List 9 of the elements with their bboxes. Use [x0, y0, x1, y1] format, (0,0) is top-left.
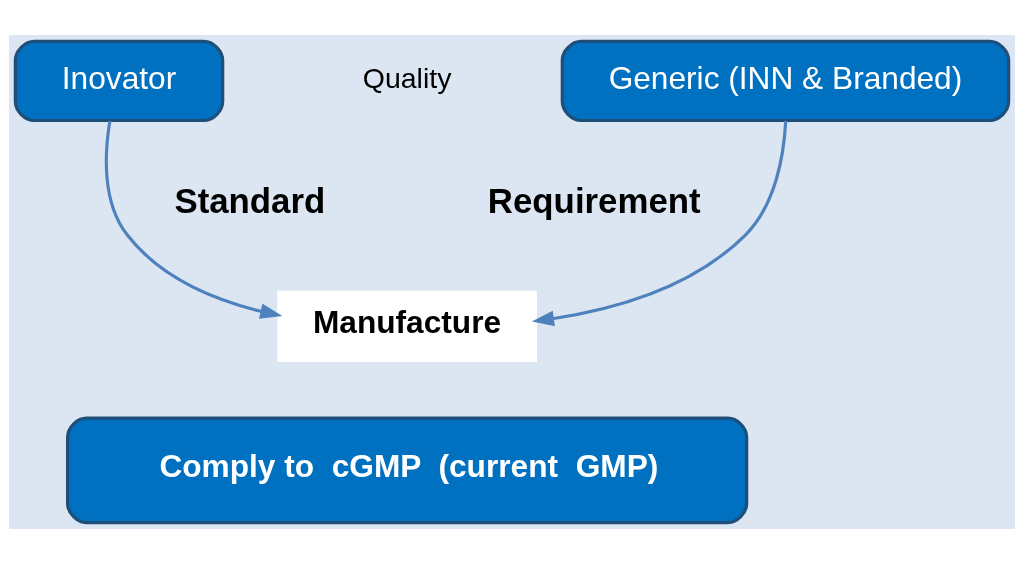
node-box: Inovator [13, 39, 224, 123]
label: Requirement [487, 181, 701, 221]
label: Quality [362, 61, 451, 94]
node-box: Manufacture [276, 290, 537, 362]
arrow [104, 120, 282, 319]
arrow [531, 120, 787, 327]
node-box: Generic (INN & Branded) [560, 39, 1010, 123]
label: Standard [173, 181, 325, 221]
node-box: Comply to cGMP (current GMP) [65, 416, 748, 525]
